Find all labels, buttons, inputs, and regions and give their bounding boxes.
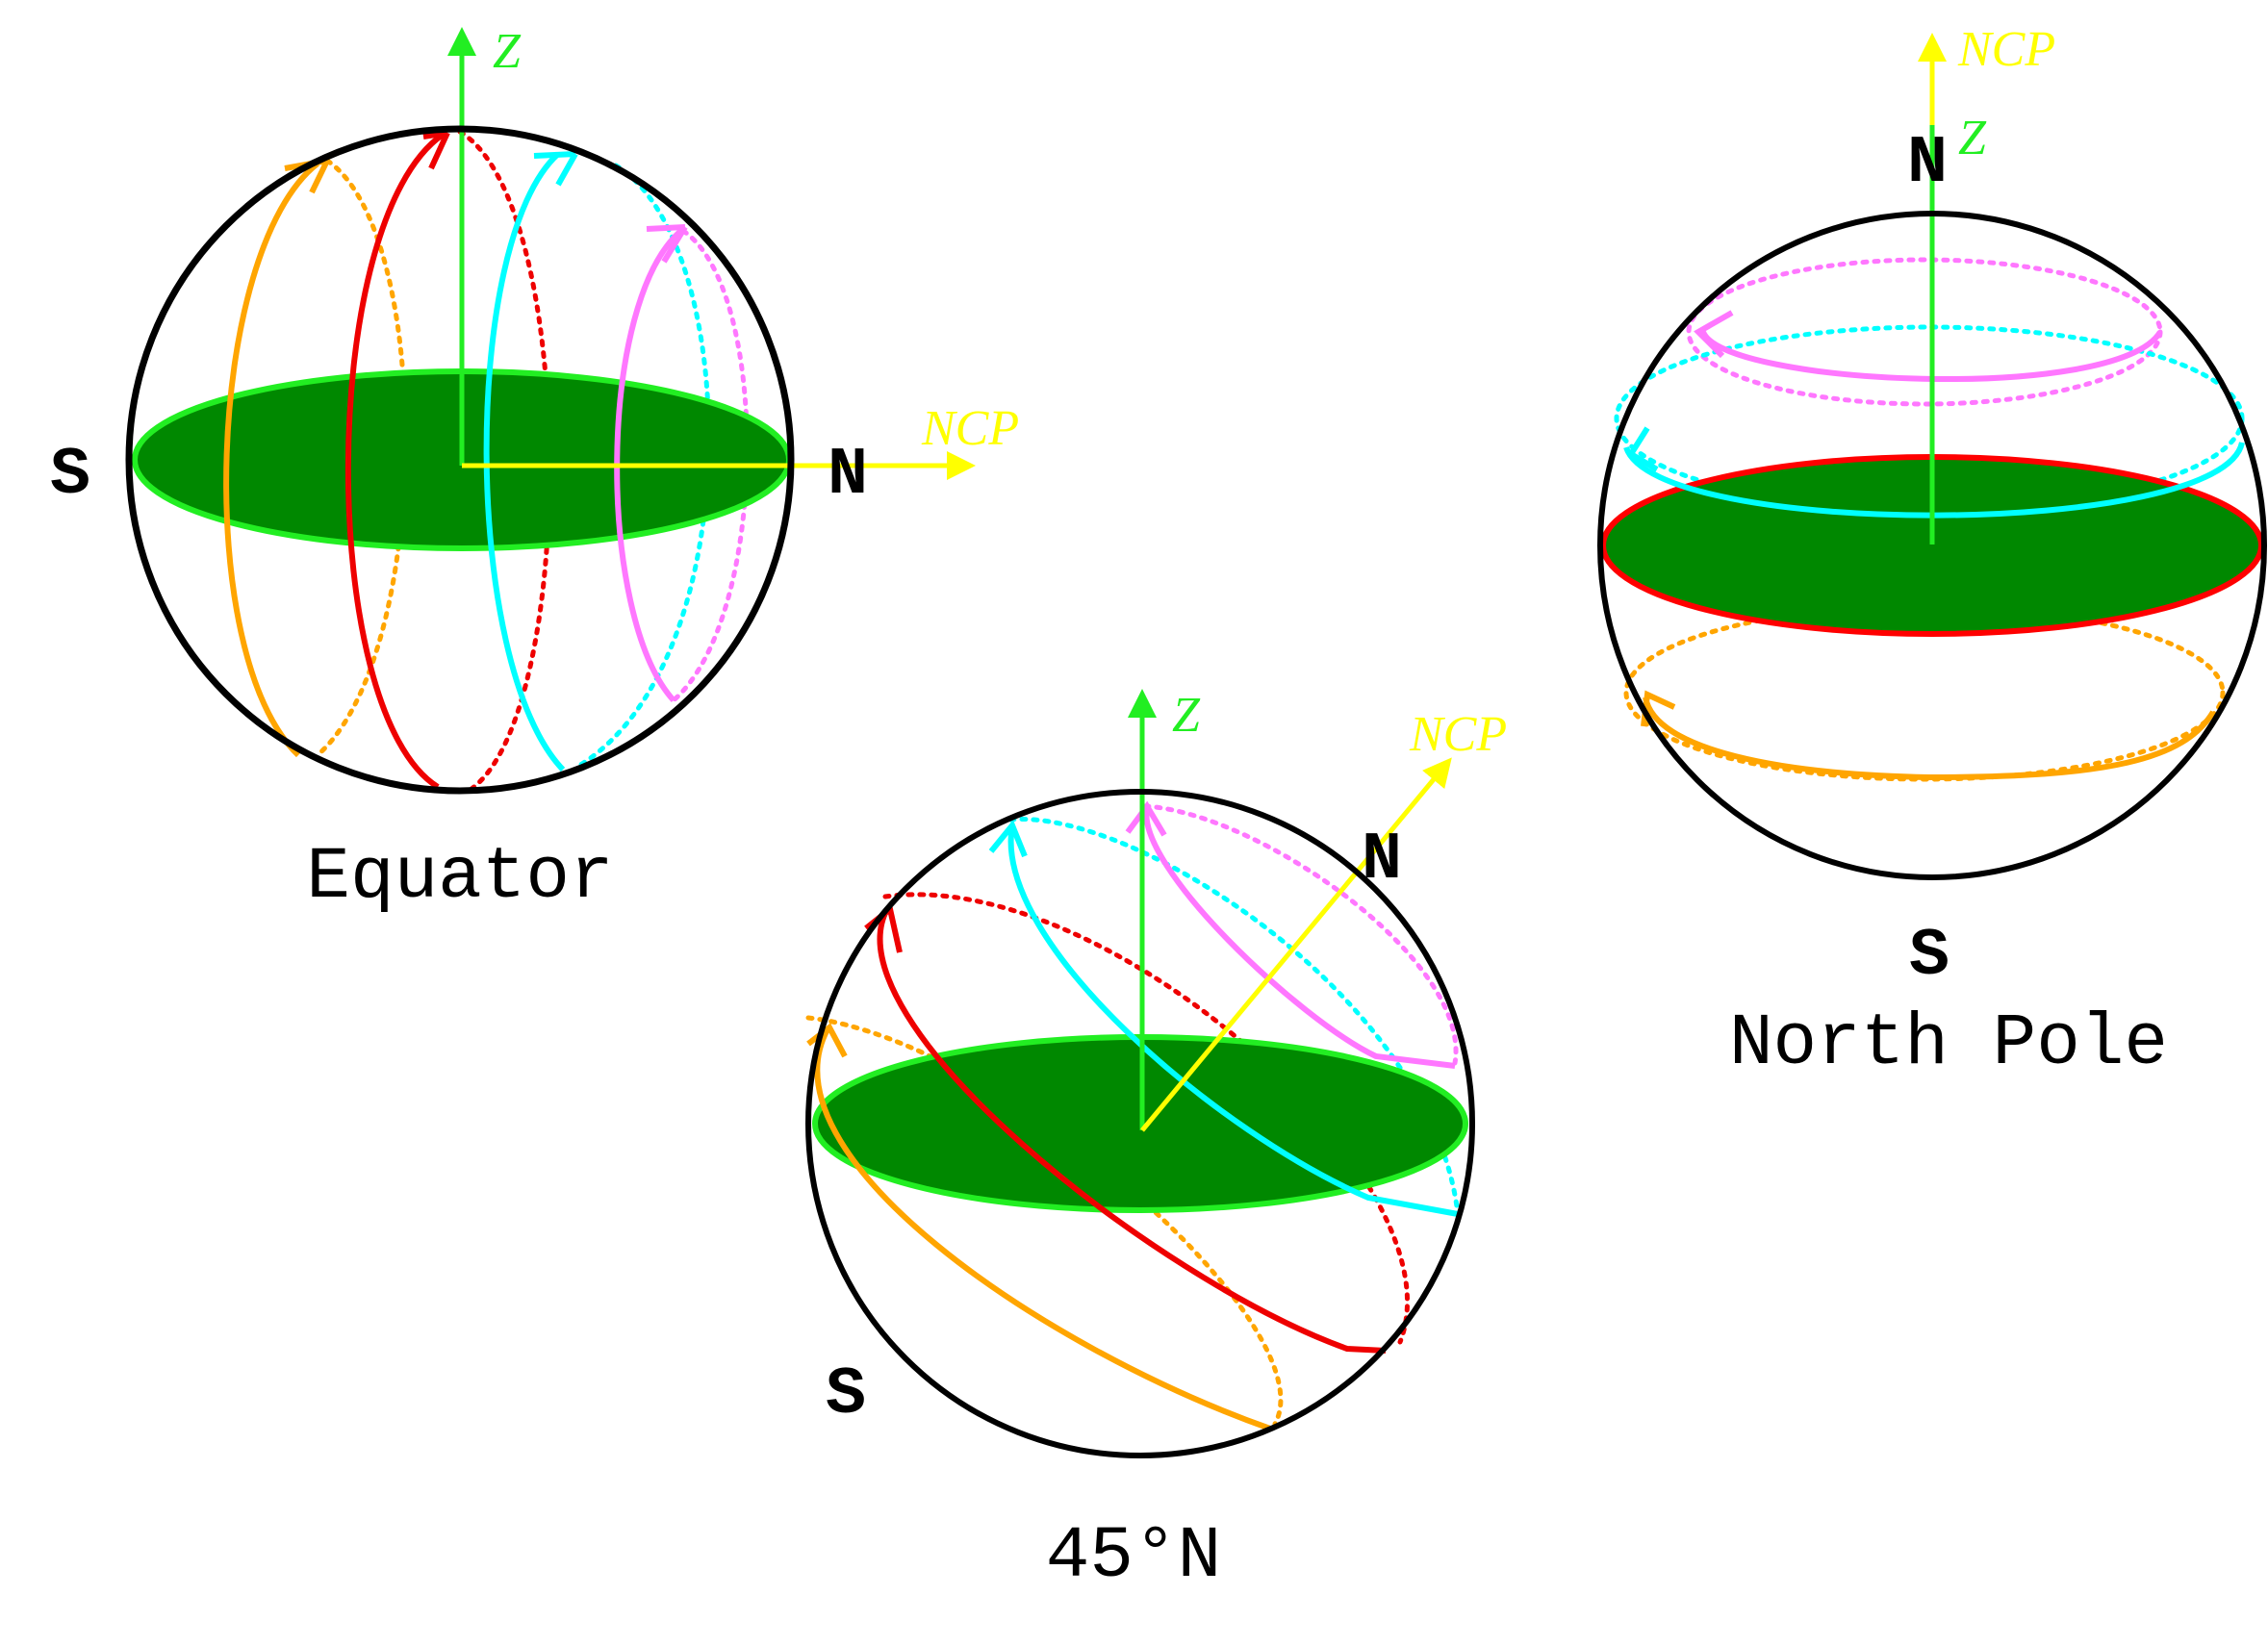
pole-south-label: S <box>1909 919 1949 995</box>
pole-sphere-outline <box>1597 211 2267 880</box>
mid-latitude-south-label: S <box>826 1357 866 1433</box>
pole-violet-path-back <box>1686 257 2163 407</box>
pole-z-label: Z <box>1958 111 1987 165</box>
pole-violet-path-front <box>1700 330 2163 383</box>
pole-caption: North Pole <box>1729 1002 2168 1085</box>
equator-red-arrowhead <box>422 130 450 170</box>
equator-panel: Z NCP S N Equator <box>50 24 1019 919</box>
pole-cyan-path-front <box>1623 442 2245 519</box>
mid-latitude-orange-arrowhead <box>806 1023 848 1058</box>
pole-ncp-label: NCP <box>1957 22 2055 77</box>
mid-latitude-caption: 45°N <box>1046 1515 1221 1598</box>
mid-latitude-z-label: Z <box>1172 688 1201 743</box>
equator-caption: Equator <box>306 836 613 919</box>
pole-cyan-arrowhead <box>1626 426 1659 472</box>
equator-violet-arrowhead <box>646 224 688 264</box>
pole-cyan-path-back <box>1614 324 2245 513</box>
equator-red-path-front <box>344 132 445 790</box>
mid-latitude-cyan-arrowhead <box>988 820 1028 858</box>
mid-latitude-orange-path-front <box>814 1027 1272 1431</box>
mid-latitude-ncp-label: NCP <box>1409 707 1507 762</box>
equator-cyan-path-front <box>483 151 566 772</box>
equator-cyan-arrowhead <box>533 151 578 187</box>
north-pole-panel: NCP N Z S North Pole <box>1597 22 2267 1085</box>
mid-latitude-red-path-front <box>877 907 1387 1354</box>
equator-south-label: S <box>50 438 90 514</box>
equator-ncp-label: NCP <box>921 401 1019 456</box>
pole-orange-path-front <box>1643 696 2216 781</box>
equator-north-label: N <box>828 438 868 514</box>
mid-latitude-north-label: N <box>1362 823 1402 899</box>
mid-latitude-ncp-axis <box>1140 757 1452 1132</box>
pole-north-label: N <box>1907 126 1948 202</box>
pole-violet-arrowhead <box>1694 310 1734 359</box>
mid-latitude-violet-arrowhead <box>1125 800 1167 837</box>
mid-latitude-violet-path-front <box>1143 807 1456 1069</box>
mid-latitude-panel: Z NCP N S 45°N <box>805 688 1507 1598</box>
equator-z-label: Z <box>493 24 522 79</box>
equator-violet-path-front <box>614 226 685 703</box>
equator-orange-path-front <box>223 161 319 758</box>
mid-latitude-cyan-path-front <box>1007 824 1459 1217</box>
mid-latitude-violet-path-back <box>1142 803 1459 1066</box>
mid-latitude-sphere-outline <box>805 789 1475 1458</box>
equator-sphere-outline <box>125 125 795 795</box>
